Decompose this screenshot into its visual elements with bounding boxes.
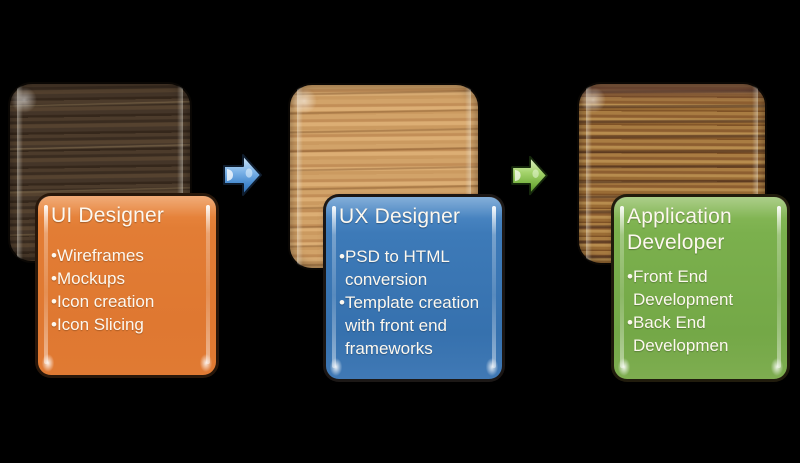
card-title: UX Designer <box>339 205 461 228</box>
card-left-highlight <box>620 206 624 368</box>
bullet-item: • Front End Development <box>627 265 777 311</box>
card-ux-designer: UX Designer • PSD to HTML conversion • T… <box>323 194 505 382</box>
bullet-marker: • <box>51 315 57 334</box>
card-ui-designer: UI Designer • Wireframes • Mockups • Ico… <box>35 193 219 378</box>
bullet-item: • Template creation with front end frame… <box>339 291 492 360</box>
bullet-list: • Wireframes • Mockups • Icon creation •… <box>51 244 206 336</box>
bullet-item: • Back End Developmen <box>627 311 777 357</box>
card-left-highlight <box>44 205 48 364</box>
bullet-marker: • <box>51 269 57 288</box>
bullet-list: • PSD to HTML conversion • Template crea… <box>339 245 492 360</box>
bullet-text: PSD to HTML conversion <box>344 247 450 289</box>
bullet-marker: • <box>339 293 345 312</box>
bullet-text: Icon Slicing <box>56 315 144 334</box>
card-title: UI Designer <box>51 204 165 227</box>
bullet-item: • Icon creation <box>51 290 206 313</box>
card-right-highlight <box>206 205 210 364</box>
bullet-text: Wireframes <box>56 246 144 265</box>
card-right-highlight <box>777 206 781 368</box>
bullet-marker: • <box>627 267 633 286</box>
card-application-developer: Application Developer • Front End Develo… <box>611 194 790 382</box>
card-left-highlight <box>332 206 336 368</box>
bullet-list: • Front End Development • Back End Devel… <box>627 265 777 357</box>
card-title: Application Developer <box>627 205 732 254</box>
card-right-highlight <box>492 206 496 368</box>
bullet-marker: • <box>627 313 633 332</box>
flow-arrow-green-icon <box>511 155 548 196</box>
bullet-item: • Wireframes <box>51 244 206 267</box>
bullet-text: Icon creation <box>56 292 155 311</box>
bullet-text: Back End Developmen <box>632 313 729 355</box>
bullet-marker: • <box>51 292 57 311</box>
bullet-marker: • <box>51 246 57 265</box>
bullet-item: • Icon Slicing <box>51 313 206 336</box>
flow-arrow-blue-icon <box>223 154 262 196</box>
bullet-item: • Mockups <box>51 267 206 290</box>
bullet-item: • PSD to HTML conversion <box>339 245 492 291</box>
bullet-marker: • <box>339 247 345 266</box>
bullet-text: Template creation with front end framewo… <box>344 293 480 358</box>
bullet-text: Mockups <box>56 269 125 288</box>
bullet-text: Front End Development <box>632 267 734 309</box>
